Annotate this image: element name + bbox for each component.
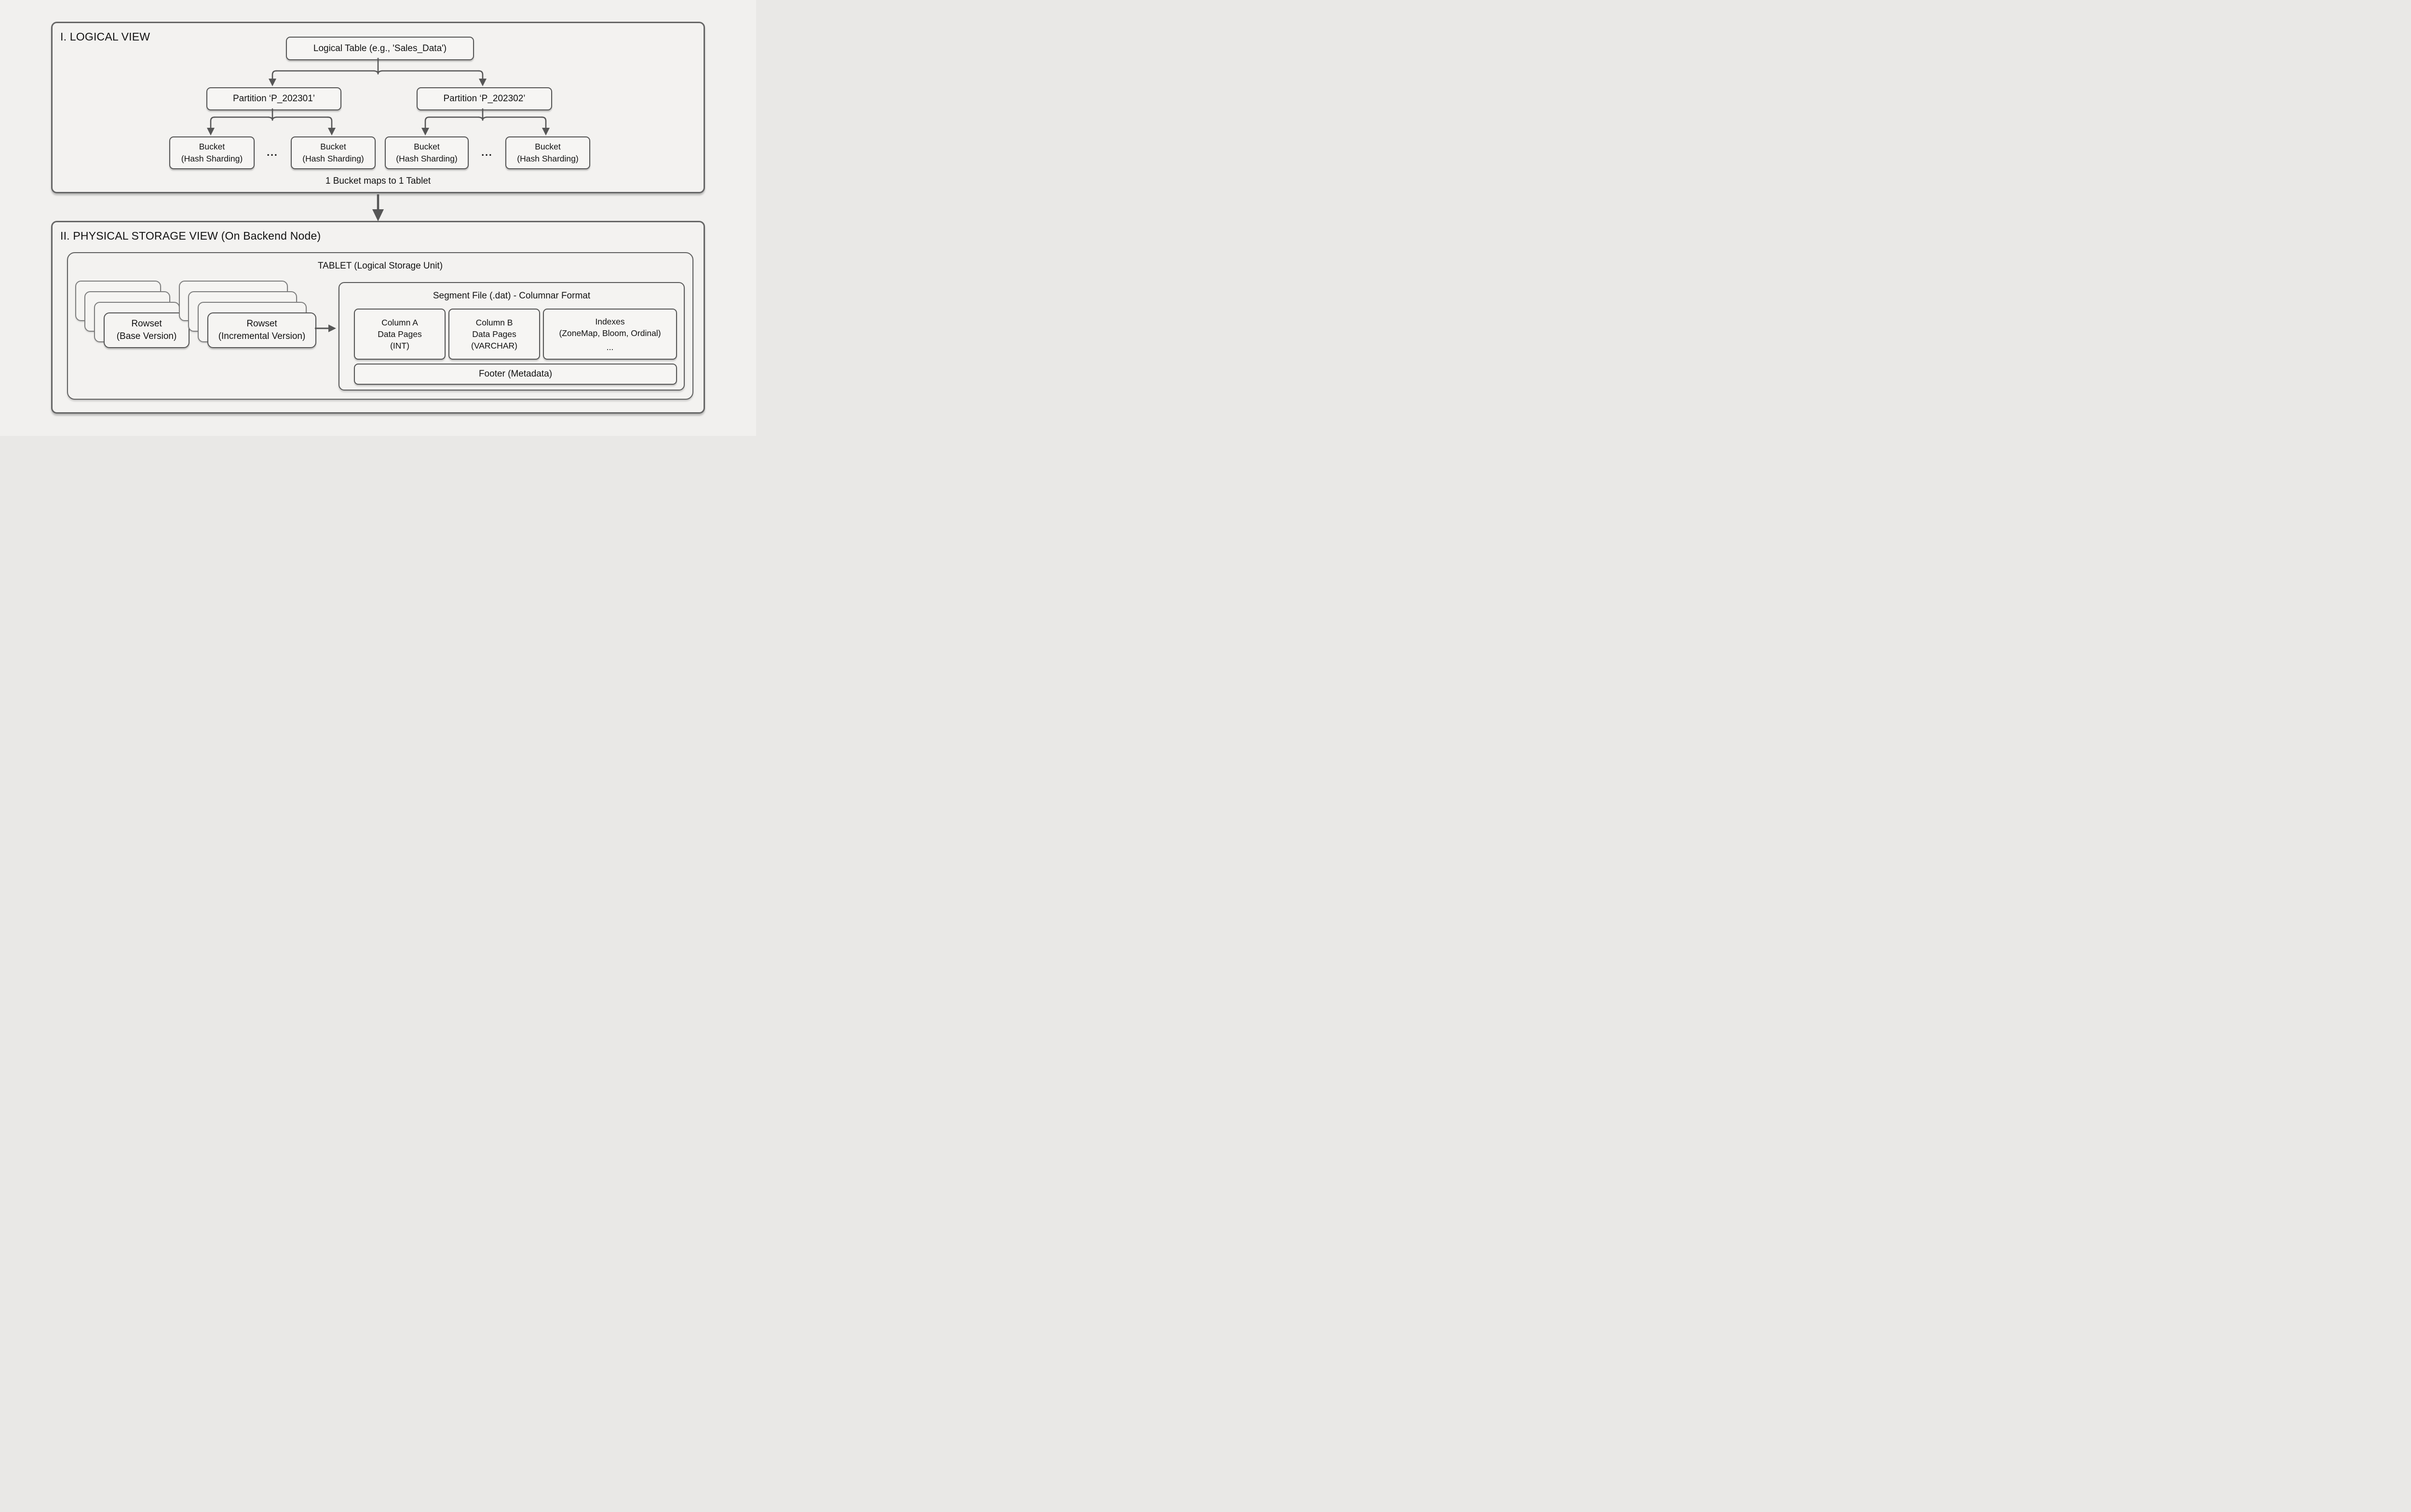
rowset-incremental-node: Rowset (Incremental Version)	[207, 312, 316, 348]
bucket-ellipsis-2: ...	[481, 147, 493, 158]
rowset-incremental-line1: Rowset	[246, 319, 277, 329]
bucket-4-line1: Bucket	[535, 142, 561, 151]
bucket-node-2: Bucket (Hash Sharding)	[291, 136, 376, 169]
column-b-line3: (VARCHAR)	[471, 341, 517, 351]
partition-1-label: Partition ‘P_202301’	[232, 94, 315, 104]
tablet-container: TABLET (Logical Storage Unit) Rowset (Ba…	[67, 252, 693, 400]
bucket-3-line2: (Hash Sharding)	[396, 154, 458, 163]
column-b-line2: Data Pages	[472, 329, 516, 339]
bucket-1-line1: Bucket	[199, 142, 225, 151]
connector-section1-to-section2	[372, 194, 384, 221]
bucket-node-4: Bucket (Hash Sharding)	[505, 136, 590, 169]
column-a-line3: (INT)	[390, 341, 409, 351]
rowset-incremental-line2: (Incremental Version)	[218, 331, 306, 341]
indexes-ellipsis: ...	[606, 342, 614, 352]
column-b-node: Column B Data Pages (VARCHAR)	[448, 309, 540, 360]
bucket-node-3: Bucket (Hash Sharding)	[385, 136, 469, 169]
tablet-title: TABLET (Logical Storage Unit)	[317, 261, 443, 271]
bucket-1-line2: (Hash Sharding)	[181, 154, 243, 163]
bucket-ellipsis-1: ...	[267, 147, 278, 158]
diagram-canvas: I. LOGICAL VIEW Logical Table (e.g., 'Sa…	[0, 0, 756, 436]
bucket-3-line1: Bucket	[414, 142, 440, 151]
logical-table-label: Logical Table (e.g., 'Sales_Data')	[313, 43, 447, 54]
logical-view-title: I. LOGICAL VIEW	[60, 30, 150, 43]
bucket-2-line1: Bucket	[320, 142, 346, 151]
rowset-base-node: Rowset (Base Version)	[104, 312, 190, 348]
indexes-line2: (ZoneMap, Bloom, Ordinal)	[559, 328, 661, 338]
indexes-node: Indexes (ZoneMap, Bloom, Ordinal) ...	[543, 309, 677, 360]
segment-file-container: Segment File (.dat) - Columnar Format Co…	[339, 282, 685, 391]
logical-table-node: Logical Table (e.g., 'Sales_Data')	[286, 37, 474, 60]
bucket-2-line2: (Hash Sharding)	[302, 154, 364, 163]
column-a-line1: Column A	[381, 318, 418, 327]
column-b-line1: Column B	[475, 318, 513, 327]
segment-footer-label: Footer (Metadata)	[478, 369, 553, 379]
bucket-tablet-caption: 1 Bucket maps to 1 Tablet	[325, 176, 431, 186]
bucket-4-line2: (Hash Sharding)	[517, 154, 579, 163]
segment-file-title: Segment File (.dat) - Columnar Format	[433, 291, 591, 301]
partition-node-1: Partition ‘P_202301’	[206, 87, 341, 110]
logical-view-section: I. LOGICAL VIEW Logical Table (e.g., 'Sa…	[51, 22, 705, 193]
physical-view-title: II. PHYSICAL STORAGE VIEW (On Backend No…	[60, 230, 321, 242]
rowset-base-line2: (Base Version)	[116, 331, 177, 341]
physical-view-section: II. PHYSICAL STORAGE VIEW (On Backend No…	[51, 221, 705, 414]
segment-footer-node: Footer (Metadata)	[354, 364, 677, 385]
partition-node-2: Partition ‘P_202302’	[417, 87, 552, 110]
partition-2-label: Partition ‘P_202302’	[443, 94, 526, 104]
column-a-line2: Data Pages	[378, 329, 422, 339]
column-a-node: Column A Data Pages (INT)	[354, 309, 446, 360]
bucket-node-1: Bucket (Hash Sharding)	[169, 136, 255, 169]
rowset-base-line1: Rowset	[131, 319, 162, 329]
indexes-line1: Indexes	[595, 316, 625, 326]
